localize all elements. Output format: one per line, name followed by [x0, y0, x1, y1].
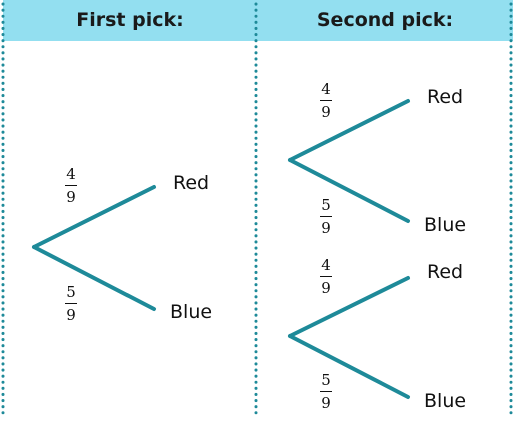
second-pick-bottom-blue-label: Blue: [424, 390, 467, 412]
second-pick-bottom-blue-probability: 5 9: [316, 373, 336, 411]
fraction-denominator: 9: [321, 394, 331, 412]
second-pick-bottom-red-branch: [288, 276, 410, 338]
fraction-numerator: 5: [66, 283, 76, 301]
first-pick-red-probability: 4 9: [61, 167, 81, 205]
fraction-bar: [65, 185, 77, 186]
fraction-bar: [320, 100, 332, 101]
fraction-bar: [320, 391, 332, 392]
fraction-denominator: 9: [66, 306, 76, 324]
fraction-numerator: 4: [321, 80, 331, 98]
first-pick-blue-probability: 5 9: [61, 285, 81, 323]
fraction-bar: [320, 276, 332, 277]
fraction-denominator: 9: [321, 279, 331, 297]
header-band: First pick: Second pick:: [3, 0, 513, 41]
fraction-bar: [320, 216, 332, 217]
second-pick-bottom-red-probability: 4 9: [316, 258, 336, 296]
fraction-denominator: 9: [321, 219, 331, 237]
fraction-numerator: 5: [321, 371, 331, 389]
first-pick-blue-branch: [32, 245, 156, 311]
second-pick-bottom-red-label: Red: [427, 261, 464, 283]
fraction-numerator: 4: [321, 256, 331, 274]
second-pick-top-red-branch: [288, 99, 410, 162]
second-pick-top-blue-probability: 5 9: [316, 198, 336, 236]
second-pick-heading: Second pick:: [316, 9, 454, 31]
first-pick-red-branch: [32, 185, 156, 249]
first-pick-heading: First pick:: [76, 9, 184, 31]
second-pick-top-blue-label: Blue: [424, 214, 467, 236]
second-pick-top-red-label: Red: [427, 86, 464, 108]
second-pick-bottom-blue-branch: [288, 334, 410, 399]
fraction-denominator: 9: [66, 188, 76, 206]
second-pick-top-red-probability: 4 9: [316, 82, 336, 120]
fraction-bar: [65, 303, 77, 304]
fraction-numerator: 4: [66, 165, 76, 183]
fraction-denominator: 9: [321, 103, 331, 121]
fraction-numerator: 5: [321, 196, 331, 214]
second-pick-top-blue-branch: [288, 158, 410, 223]
first-pick-blue-label: Blue: [170, 301, 213, 323]
first-pick-red-label: Red: [173, 172, 210, 194]
